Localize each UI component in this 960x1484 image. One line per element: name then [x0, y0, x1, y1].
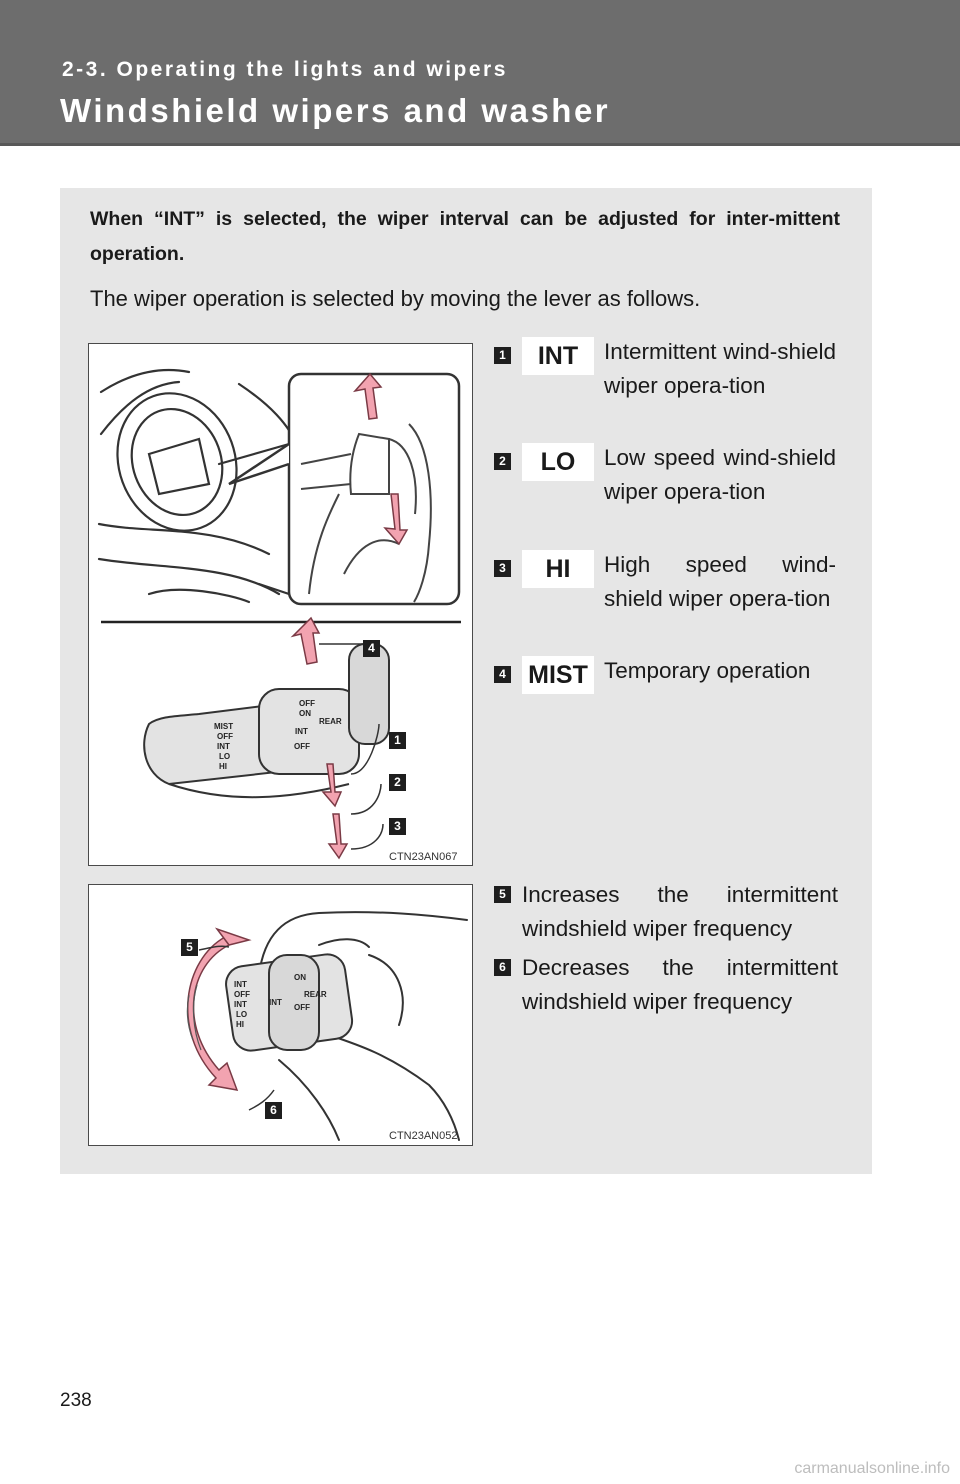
section-label: 2-3. Operating the lights and wipers — [62, 58, 508, 82]
svg-text:INT: INT — [295, 727, 308, 736]
callout-4: 4 — [363, 640, 380, 657]
callout-2: 2 — [389, 774, 406, 791]
mode-number: 4 — [494, 666, 511, 683]
mode-chip: MIST — [522, 656, 594, 694]
page-title: Windshield wipers and washer — [60, 92, 610, 130]
mode-number: 1 — [494, 347, 511, 364]
svg-text:OFF: OFF — [294, 1003, 310, 1012]
frequency-description: Increases the intermittent windshield wi… — [522, 878, 838, 945]
svg-text:ON: ON — [294, 973, 306, 982]
frequency-description: Decreases the intermittent windshield wi… — [522, 951, 838, 1018]
mode-number: 2 — [494, 453, 511, 470]
svg-text:MIST: MIST — [214, 722, 233, 731]
mode-description: Intermittent wind-shield wiper opera-tio… — [604, 335, 836, 402]
svg-text:INT: INT — [234, 980, 247, 989]
svg-text:REAR: REAR — [319, 717, 342, 726]
mode-chip: LO — [522, 443, 594, 481]
svg-text:HI: HI — [219, 762, 227, 771]
svg-text:OFF: OFF — [299, 699, 315, 708]
svg-text:OFF: OFF — [294, 742, 310, 751]
watermark: carmanualsonline.info — [794, 1460, 950, 1478]
callout-1: 1 — [389, 732, 406, 749]
svg-text:OFF: OFF — [234, 990, 250, 999]
svg-text:INT: INT — [269, 998, 282, 1007]
mode-description: Low speed wind-shield wiper opera-tion — [604, 441, 836, 508]
callout-6: 6 — [265, 1102, 282, 1119]
callout-5: 5 — [181, 939, 198, 956]
page-header: 2-3. Operating the lights and wipers Win… — [0, 0, 960, 146]
svg-text:OFF: OFF — [217, 732, 233, 741]
mode-chip: INT — [522, 337, 594, 375]
figure-code: CTN23AN052 — [389, 1130, 457, 1142]
callout-3: 3 — [389, 818, 406, 835]
svg-text:LO: LO — [236, 1010, 247, 1019]
frequency-number: 5 — [494, 886, 511, 903]
svg-text:REAR: REAR — [304, 990, 327, 999]
intro-text: The wiper operation is selected by movin… — [90, 283, 850, 315]
mode-chip: HI — [522, 550, 594, 588]
page-number: 238 — [60, 1390, 92, 1412]
intro-note: When “INT” is selected, the wiper interv… — [90, 202, 840, 272]
svg-text:HI: HI — [236, 1020, 244, 1029]
svg-text:INT: INT — [234, 1000, 247, 1009]
svg-text:ON: ON — [299, 709, 311, 718]
svg-text:LO: LO — [219, 752, 230, 761]
mode-number: 3 — [494, 560, 511, 577]
figure-code: CTN23AN067 — [389, 851, 457, 863]
svg-text:INT: INT — [217, 742, 230, 751]
mode-description: Temporary operation — [604, 654, 844, 688]
frequency-number: 6 — [494, 959, 511, 976]
mode-description: High speed wind-shield wiper opera-tion — [604, 548, 836, 615]
